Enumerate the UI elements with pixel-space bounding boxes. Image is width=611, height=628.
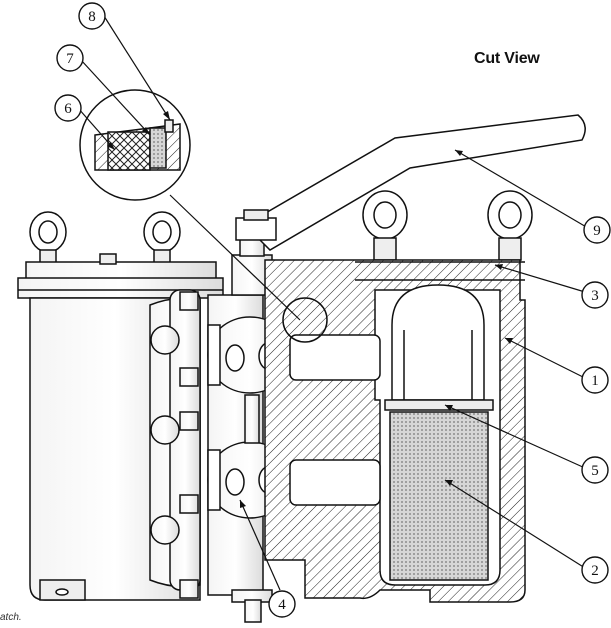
callout-number: 9 [593,223,601,239]
callout-3: 3 [581,281,609,309]
callout-2: 2 [581,556,609,584]
callout-circle [581,281,609,309]
seal-6-crosshatch [107,131,151,171]
callout-circle [583,216,611,244]
seal-8-ring [164,119,174,133]
callout-number: 1 [591,373,599,389]
right-strainer-section [264,190,533,603]
callout-number: 7 [66,51,74,67]
callout-number: 2 [591,563,599,579]
callout-circle [78,2,106,30]
callout-1: 1 [581,366,609,394]
callout-circle [581,456,609,484]
detail-origin-circle [282,297,328,343]
callout-circle [581,556,609,584]
seal-detail-magnifier [79,89,191,201]
callout-circle [56,44,84,72]
mesh-basket [389,411,489,581]
callout-circle [581,366,609,394]
figure-caption: atch. [0,612,22,623]
callout-6: 6 [54,94,82,122]
basket-ring [384,399,494,411]
callout-number: 5 [591,463,599,479]
changeover-handle [235,114,586,251]
callout-number: 8 [88,9,96,25]
callout-7: 7 [56,44,84,72]
callout-circle [268,590,296,618]
callout-9: 9 [583,216,611,244]
callout-number: 3 [591,288,599,304]
callout-circle [54,94,82,122]
callout-8: 8 [78,2,106,30]
basket-dome [391,284,485,401]
inlet-flange [149,289,201,599]
seal-7-mesh [149,127,167,169]
page-title: Cut View [474,50,540,67]
callout-4: 4 [268,590,296,618]
callout-5: 5 [581,456,609,484]
callout-number: 4 [278,597,286,613]
callout-number: 6 [64,101,72,117]
